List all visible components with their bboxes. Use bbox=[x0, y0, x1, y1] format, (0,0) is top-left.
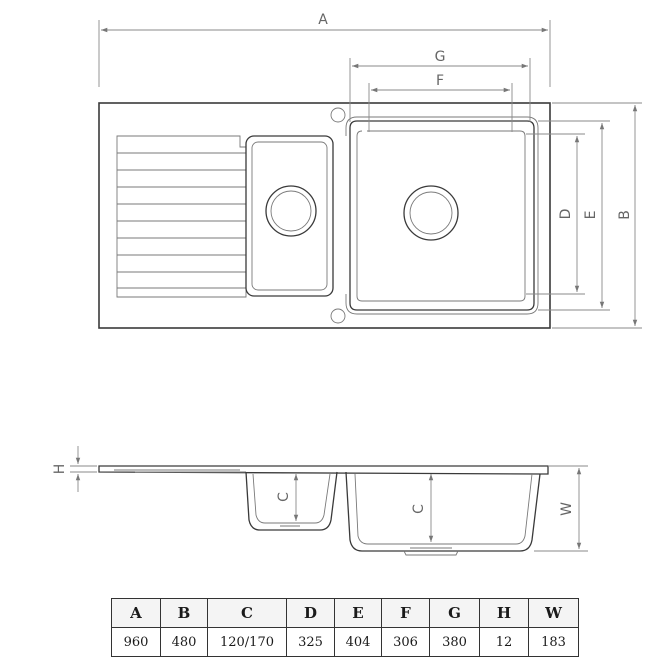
dimensions-table: A B C D E F G H W 960 480 120/170 325 40… bbox=[111, 598, 579, 657]
sink-outline bbox=[98, 102, 551, 329]
value-cell-h: 12 bbox=[479, 627, 529, 657]
header-cell-c: C bbox=[207, 598, 287, 628]
tap-hole-lower bbox=[330, 308, 346, 324]
header-cell-d: D bbox=[286, 598, 335, 628]
dimensions-table-header-row: A B C D E F G H W bbox=[111, 598, 579, 628]
dimension-c-small-bowl: C bbox=[276, 474, 299, 521]
dimension-w-label: W bbox=[559, 502, 575, 516]
dimension-h: H bbox=[52, 446, 97, 492]
value-cell-g: 380 bbox=[429, 627, 480, 657]
dimension-d: D bbox=[526, 133, 585, 295]
small-bowl bbox=[245, 135, 334, 297]
dimension-a: A bbox=[98, 12, 551, 87]
small-bowl-profile bbox=[245, 471, 338, 531]
value-cell-d: 325 bbox=[286, 627, 335, 657]
header-cell-a: A bbox=[111, 598, 161, 628]
header-cell-w: W bbox=[528, 598, 579, 628]
dimension-c-large-bowl: C bbox=[411, 474, 434, 542]
dimension-d-label: D bbox=[558, 209, 574, 220]
value-cell-c: 120/170 bbox=[207, 627, 287, 657]
dimension-f-label: F bbox=[436, 73, 444, 89]
large-bowl-drain bbox=[403, 185, 459, 241]
dimension-g-label: G bbox=[435, 49, 446, 65]
dimension-h-label: H bbox=[52, 464, 68, 475]
dimension-b: B bbox=[552, 102, 642, 329]
value-cell-e: 404 bbox=[334, 627, 382, 657]
dimension-c-small-label: C bbox=[276, 492, 292, 502]
header-cell-h: H bbox=[479, 598, 529, 628]
drainer-grooves bbox=[117, 152, 246, 289]
value-cell-f: 306 bbox=[381, 627, 430, 657]
dimension-e-label: E bbox=[583, 211, 599, 220]
header-cell-g: G bbox=[429, 598, 480, 628]
value-cell-b: 480 bbox=[160, 627, 208, 657]
value-cell-a: 960 bbox=[111, 627, 161, 657]
header-cell-b: B bbox=[160, 598, 208, 628]
header-cell-e: E bbox=[334, 598, 382, 628]
dimension-a-label: A bbox=[318, 12, 328, 28]
large-bowl-profile bbox=[345, 471, 541, 556]
dimension-e: E bbox=[538, 120, 610, 311]
dimension-w: W bbox=[534, 465, 588, 552]
value-cell-w: 183 bbox=[528, 627, 579, 657]
dimensions-table-values-row: 960 480 120/170 325 404 306 380 12 183 bbox=[111, 627, 579, 657]
dimension-b-label: B bbox=[617, 210, 633, 220]
small-bowl-drain bbox=[265, 185, 317, 237]
side-view: H C C W bbox=[52, 446, 588, 556]
dimension-g: G bbox=[349, 49, 531, 122]
drainer-board bbox=[116, 135, 247, 298]
tap-hole-upper bbox=[330, 107, 346, 123]
header-cell-f: F bbox=[381, 598, 430, 628]
top-view: A G F D E bbox=[98, 12, 642, 329]
sink-rim-profile bbox=[98, 465, 549, 475]
dimension-f: F bbox=[368, 73, 513, 132]
dimension-c-large-label: C bbox=[411, 504, 427, 514]
large-bowl bbox=[345, 116, 539, 315]
